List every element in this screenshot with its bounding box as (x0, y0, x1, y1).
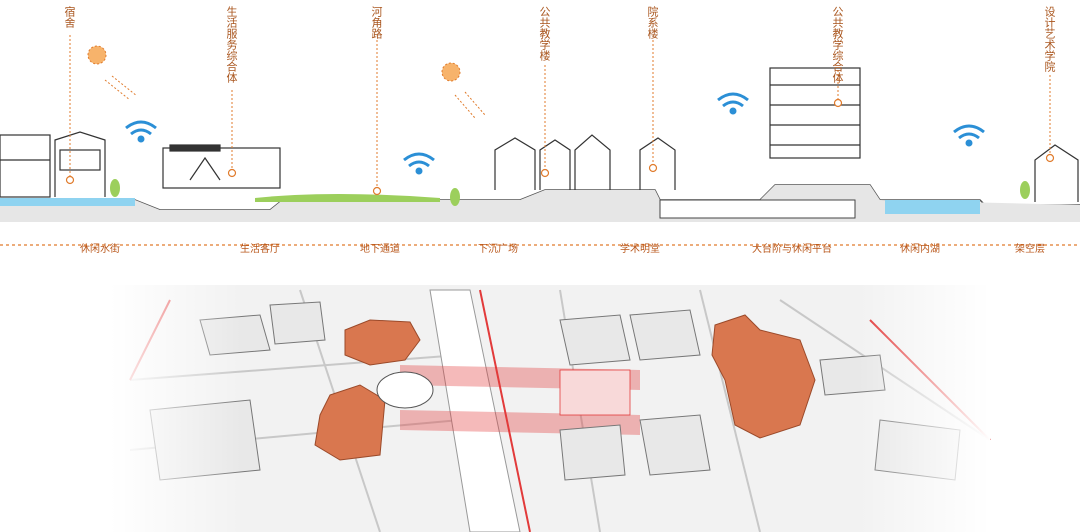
label-department: 院系楼 (646, 6, 659, 39)
dorm-building (0, 131, 106, 198)
public-teaching-building (494, 134, 676, 190)
label-river-road: 河角路 (370, 6, 383, 39)
teaching-complex-tower (769, 67, 861, 159)
wifi-icon (403, 152, 435, 175)
lawn (255, 194, 440, 202)
zone-living-room: 生活客厅 (240, 244, 280, 255)
tree-icons (110, 179, 1030, 206)
zone-leisure-water-street: 休闲水街 (80, 244, 120, 255)
zone-stilt-floor: 架空层 (1015, 244, 1045, 255)
label-design-art: 设计艺术学院 (1043, 6, 1056, 72)
wifi-icon (953, 124, 985, 147)
label-public-teaching-complex: 公共教学综合体 (831, 6, 844, 83)
zone-terrace-platform: 大台阶与休闲平台 (752, 244, 832, 255)
label-dorm: 宿舍 (63, 6, 76, 28)
zone-academic-hall: 学术明堂 (620, 244, 660, 255)
design-art-building (1034, 144, 1079, 202)
section-elevation (0, 35, 1080, 246)
inner-lake-water (885, 200, 980, 214)
water-street (0, 198, 135, 206)
sun-icon (441, 62, 486, 119)
zone-sunken-plaza: 下沉广场 (478, 244, 518, 255)
leader-markers (65, 98, 1055, 196)
basement (659, 199, 856, 219)
life-complex-building (162, 144, 281, 189)
sun-icon (87, 45, 138, 101)
label-public-teaching: 公共教学楼 (538, 6, 551, 61)
zone-underpass: 地下通道 (360, 244, 400, 255)
wifi-icon (717, 92, 749, 115)
axonometric-site-plan (110, 285, 991, 532)
label-life-complex: 生活服务综合体 (225, 6, 238, 83)
zone-inner-lake: 休闲内湖 (900, 244, 940, 255)
wifi-icon (125, 120, 157, 143)
label-leader-lines (69, 35, 1051, 188)
